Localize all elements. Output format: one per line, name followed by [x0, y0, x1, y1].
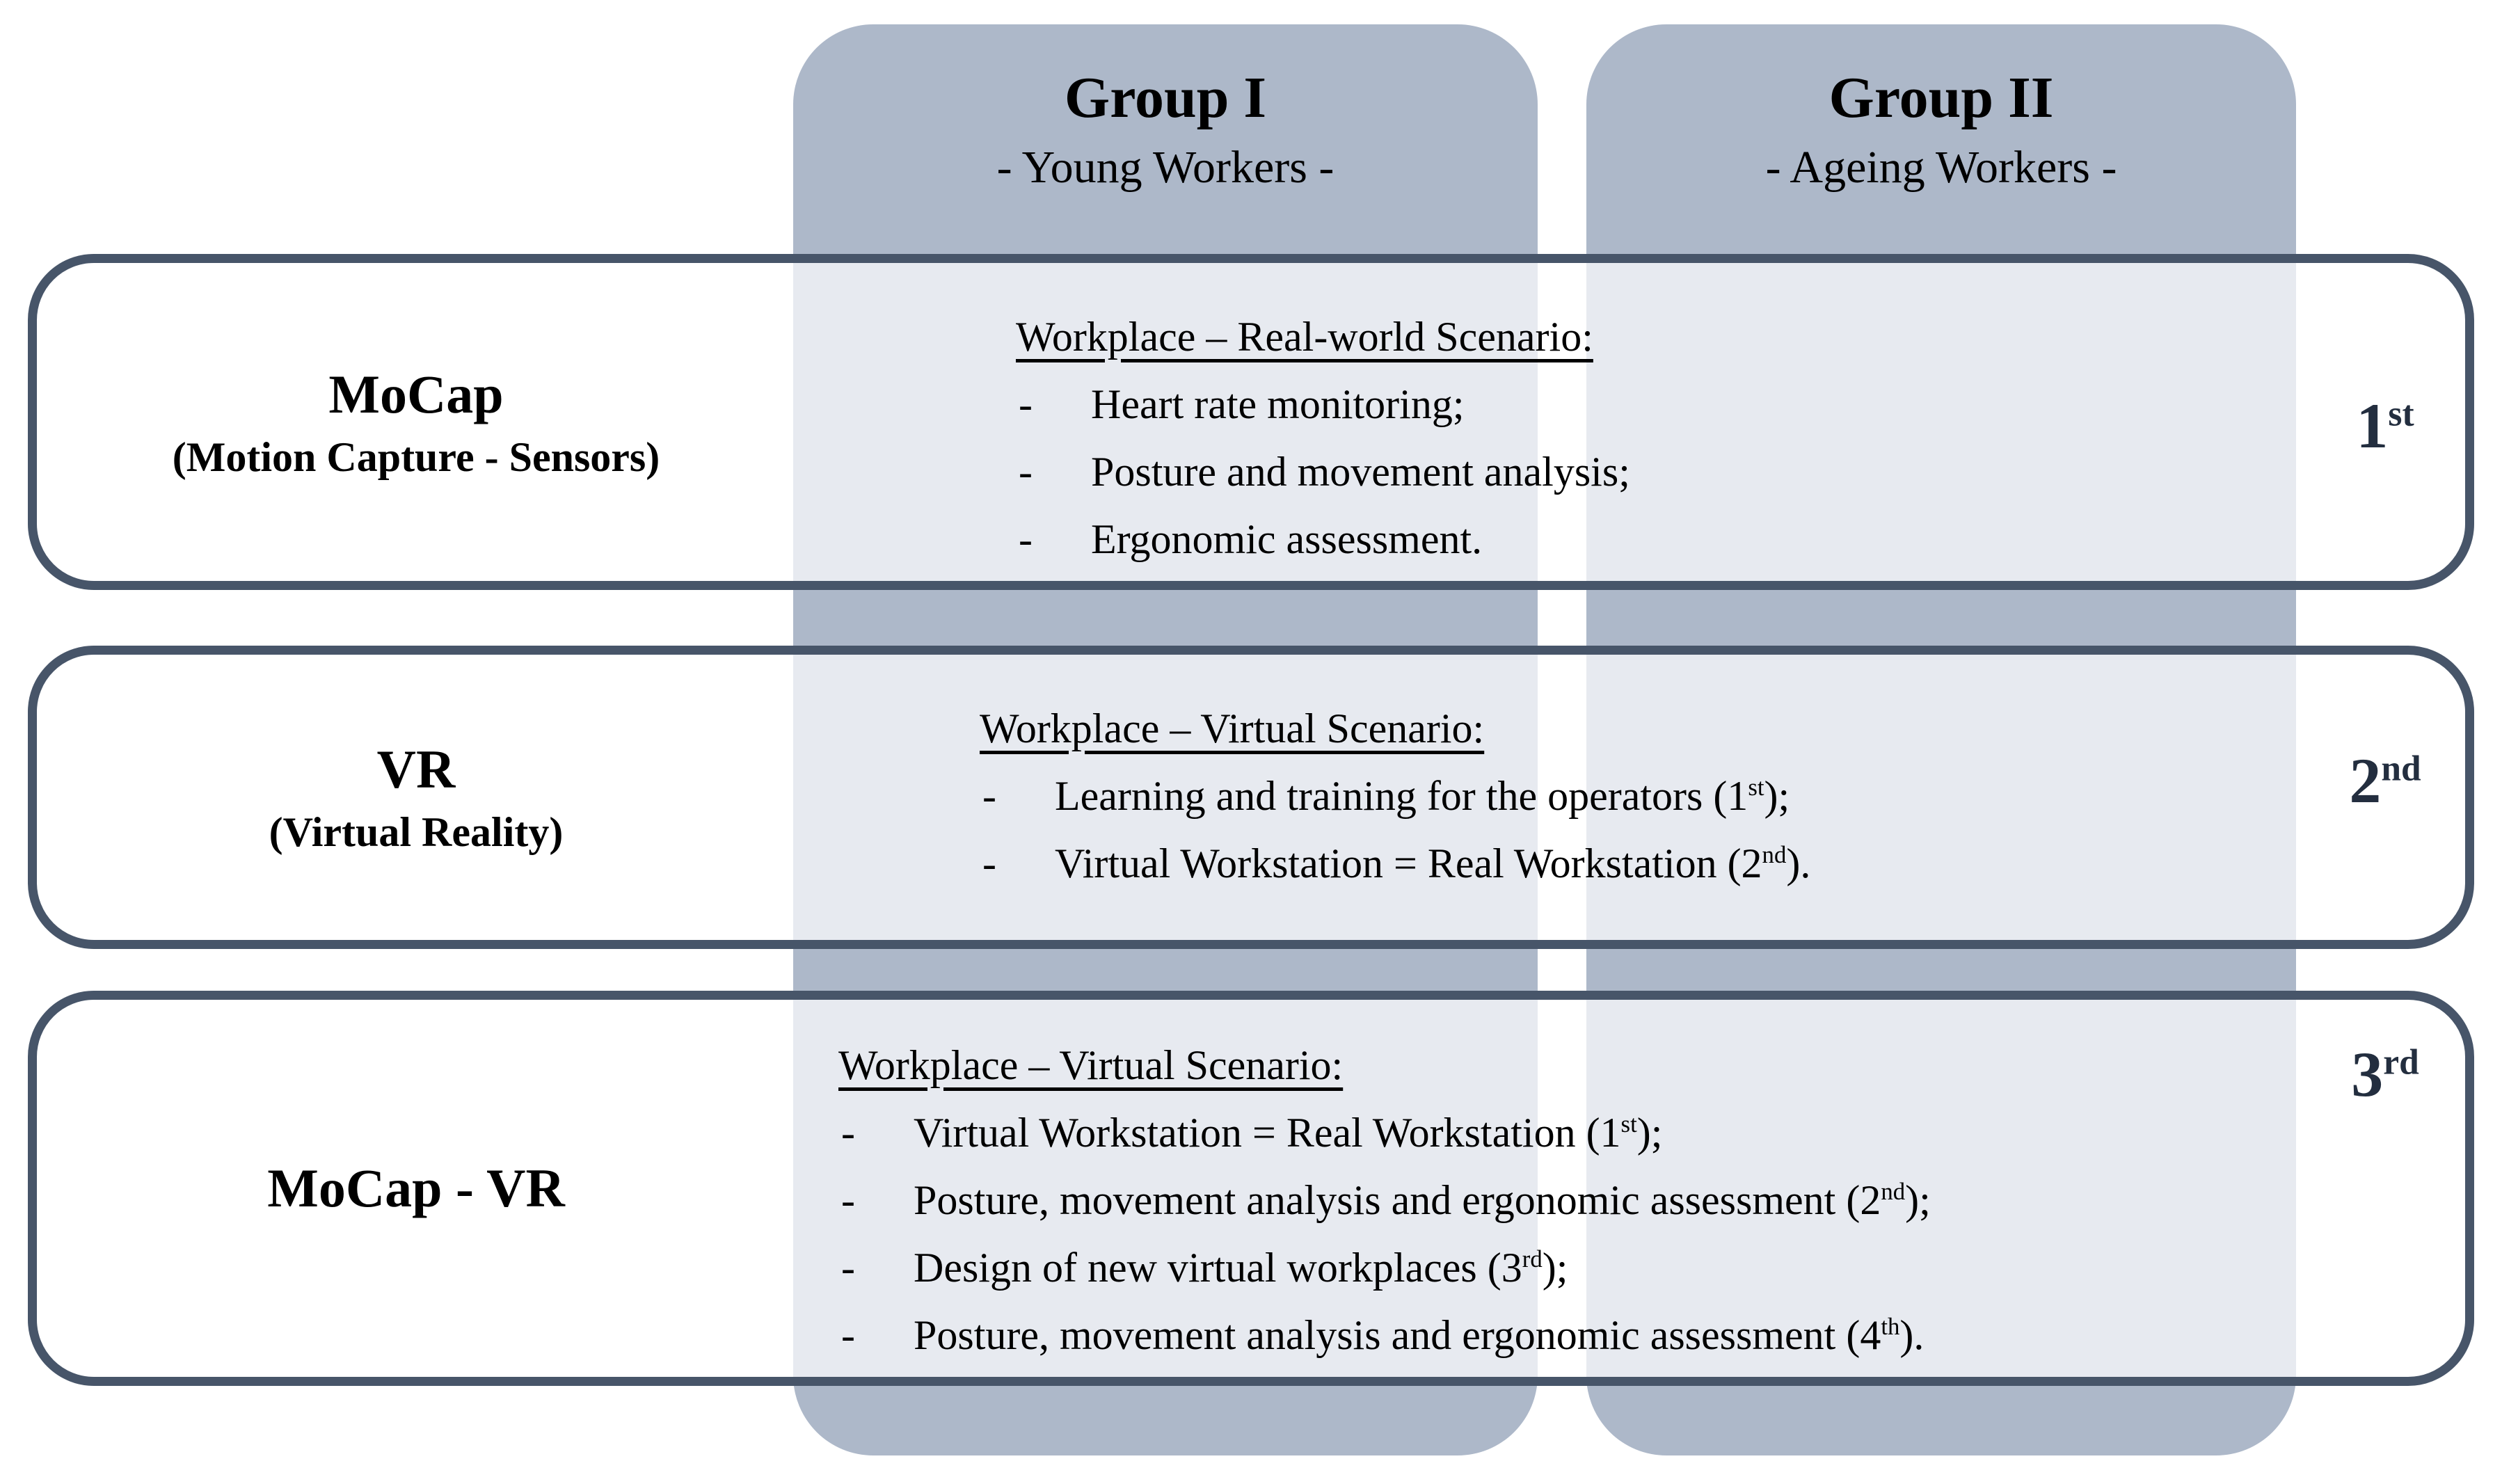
row-box-vr: VR (Virtual Reality) Workplace – Virtual… — [28, 646, 2474, 949]
ordinal-suffix: rd — [2383, 1042, 2419, 1083]
ordinal-badge-1st: 1st — [2288, 391, 2483, 461]
group-1-subtitle: - Young Workers - — [996, 142, 1334, 193]
row-box-mocap: MoCap (Motion Capture - Sensors) Workpla… — [28, 254, 2474, 590]
bullet-item: -Ergonomic assessment. — [1016, 506, 1630, 573]
bullet-dash: - — [841, 1312, 855, 1358]
scenario-title: Workplace – Virtual Scenario: — [838, 1042, 1344, 1088]
scenario-title: Workplace – Real-world Scenario: — [1016, 314, 1593, 360]
ordinal-value: 1 — [2356, 390, 2389, 461]
bullet-item: -Learning and training for the operators… — [980, 763, 1810, 830]
phase-label-sub: (Virtual Reality) — [269, 809, 564, 855]
bullet-item: -Heart rate monitoring; — [1016, 371, 1630, 438]
group-2-tint — [1586, 263, 2296, 581]
bullet-dash: - — [841, 1110, 855, 1156]
bullet-item: -Virtual Workstation = Real Workstation … — [980, 830, 1810, 897]
group-2-title: Group II — [1828, 65, 2054, 130]
bullet-list: -Heart rate monitoring;-Posture and move… — [1016, 371, 1630, 573]
group-2-subtitle: - Ageing Workers - — [1765, 142, 2117, 193]
group-1-tint — [793, 1000, 1538, 1377]
bullet-dash: - — [982, 773, 996, 819]
group-1-title: Group I — [1064, 65, 1267, 130]
group-2-header: Group II - Ageing Workers - — [1586, 61, 2296, 200]
bullet-dash: - — [1019, 449, 1033, 495]
bullet-dash: - — [841, 1245, 855, 1291]
bullet-item: -Design of new virtual workplaces (3rd); — [838, 1234, 1931, 1302]
bullet-list: -Virtual Workstation = Real Workstation … — [838, 1099, 1931, 1369]
phase-label-vr: VR (Virtual Reality) — [37, 655, 795, 940]
ordinal-badge-3rd: 3rd — [2288, 1039, 2483, 1109]
bullet-list: -Learning and training for the operators… — [980, 763, 1810, 897]
ordinal-value: 2 — [2349, 745, 2382, 816]
phase-label-mocap: MoCap (Motion Capture - Sensors) — [37, 263, 795, 581]
scenario-content: Workplace – Virtual Scenario: -Learning … — [980, 695, 1810, 897]
group-2-tint — [1586, 655, 2296, 940]
bullet-item: -Posture, movement analysis and ergonomi… — [838, 1302, 1931, 1369]
bullet-dash: - — [982, 840, 996, 886]
bullet-dash: - — [1019, 381, 1033, 427]
group-2-tint — [1586, 1000, 2296, 1377]
phase-label-main: MoCap — [328, 363, 504, 424]
phase-label-mocap-vr: MoCap - VR — [37, 1000, 795, 1377]
group-1-tint — [793, 263, 1538, 581]
ordinal-suffix: st — [2388, 394, 2414, 434]
phase-label-sub: (Motion Capture - Sensors) — [172, 433, 660, 480]
bullet-item: -Posture, movement analysis and ergonomi… — [838, 1167, 1931, 1234]
group-1-tint — [793, 655, 1538, 940]
row-box-mocap-vr: MoCap - VR Workplace – Virtual Scenario:… — [28, 991, 2474, 1386]
bullet-dash: - — [1019, 516, 1033, 562]
bullet-item: -Virtual Workstation = Real Workstation … — [838, 1099, 1931, 1167]
bullet-dash: - — [841, 1177, 855, 1223]
phase-label-main: VR — [376, 739, 456, 799]
phase-label-main: MoCap - VR — [267, 1158, 565, 1218]
scenario-content: Workplace – Virtual Scenario: -Virtual W… — [838, 1032, 1931, 1369]
scenario-content: Workplace – Real-world Scenario: -Heart … — [1016, 303, 1630, 573]
ordinal-value: 3 — [2351, 1039, 2384, 1110]
ordinal-badge-2nd: 2nd — [2288, 746, 2483, 815]
scenario-title: Workplace – Virtual Scenario: — [980, 705, 1485, 751]
bullet-item: -Posture and movement analysis; — [1016, 438, 1630, 506]
group-1-header: Group I - Young Workers - — [793, 61, 1538, 200]
ordinal-suffix: nd — [2381, 749, 2421, 789]
